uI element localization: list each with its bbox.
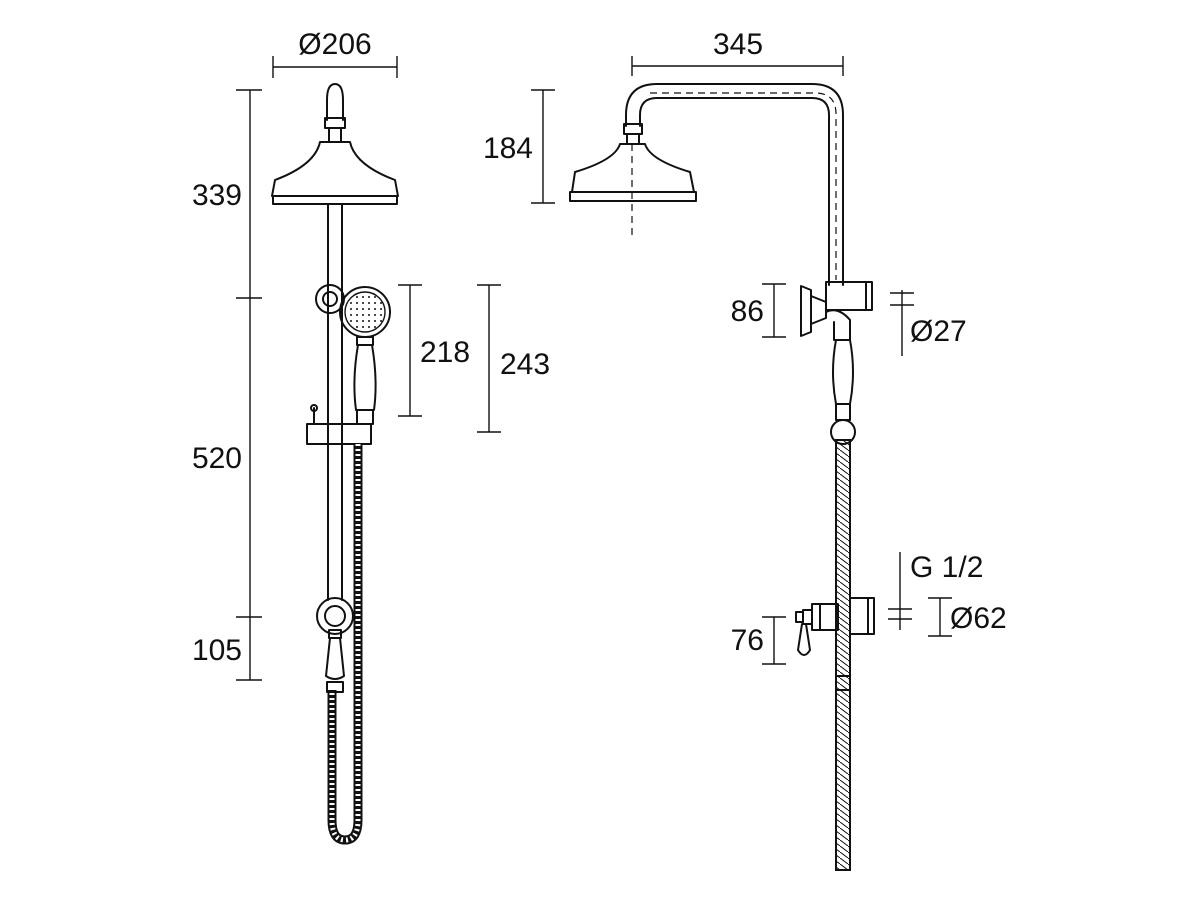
front-slide-bracket bbox=[306, 404, 372, 445]
thread-label: G 1/2 bbox=[910, 551, 983, 584]
dim-handset-total: 243 bbox=[477, 284, 550, 433]
head-drop-label: 184 bbox=[483, 132, 533, 165]
dim-head-diameter: Ø206 bbox=[272, 28, 398, 78]
height-middle-label: 520 bbox=[192, 442, 242, 475]
height-top-label: 339 bbox=[192, 179, 242, 212]
dim-thread: G 1/2 bbox=[888, 551, 983, 630]
bracket-diameter-label: Ø27 bbox=[910, 315, 967, 348]
front-hand-shower bbox=[339, 286, 391, 425]
valve-height-label: 76 bbox=[731, 624, 764, 657]
front-mixer-valve bbox=[316, 597, 354, 693]
dim-handset-length: 218 bbox=[398, 284, 470, 417]
dim-height-stack: 339 520 105 bbox=[192, 89, 262, 681]
front-hose bbox=[327, 444, 363, 845]
front-riser-top bbox=[324, 83, 346, 143]
dim-arm-reach: 345 bbox=[631, 28, 844, 76]
arm-reach-label: 345 bbox=[713, 28, 763, 61]
side-handset-bracket bbox=[800, 281, 873, 341]
head-diameter-label: Ø206 bbox=[298, 28, 371, 61]
front-shower-head bbox=[271, 141, 399, 205]
dim-bracket-height: 86 bbox=[731, 283, 786, 338]
side-view: 345 184 86 Ø27 G 1/2 bbox=[483, 28, 1007, 871]
handset-total-label: 243 bbox=[500, 348, 550, 381]
front-view: Ø206 339 520 105 218 243 bbox=[192, 28, 550, 845]
side-shower-head bbox=[569, 143, 697, 240]
front-riser-rail bbox=[327, 203, 343, 601]
dim-valve-height: 76 bbox=[731, 616, 786, 665]
valve-diameter-label: Ø62 bbox=[950, 602, 1007, 635]
handset-length-label: 218 bbox=[420, 336, 470, 369]
dim-head-drop: 184 bbox=[483, 89, 555, 204]
bracket-height-label: 86 bbox=[731, 295, 764, 328]
height-bottom-label: 105 bbox=[192, 634, 242, 667]
side-overhead-arm bbox=[623, 83, 844, 286]
side-mixer-valve bbox=[795, 597, 875, 691]
dim-valve-diameter: Ø62 bbox=[928, 597, 1007, 637]
side-hand-shower bbox=[830, 339, 856, 445]
dim-bracket-diameter: Ø27 bbox=[890, 290, 967, 356]
side-hose bbox=[835, 439, 851, 871]
